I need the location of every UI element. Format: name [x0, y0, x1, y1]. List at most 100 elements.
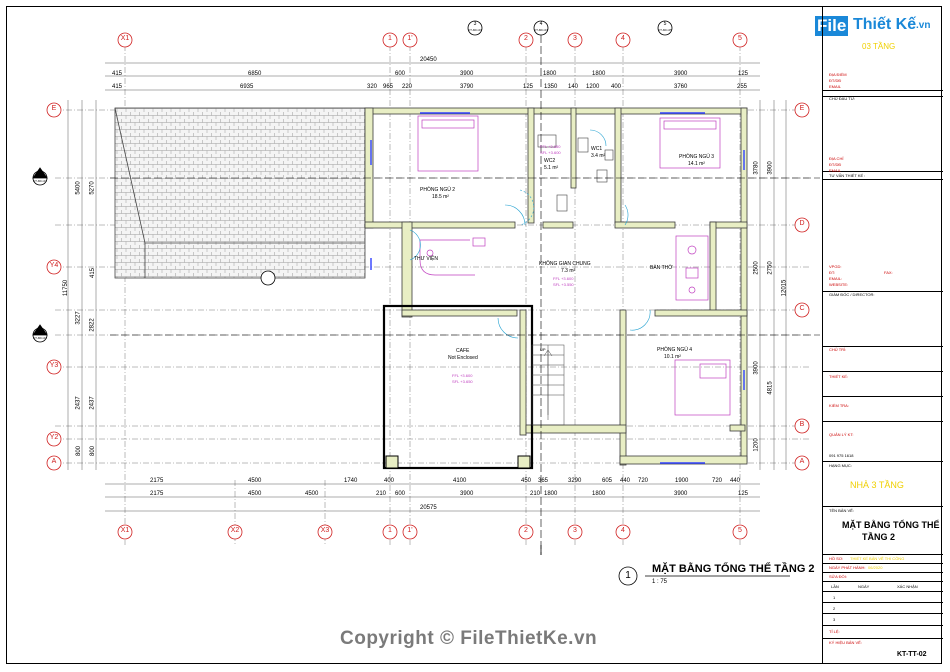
- grid-label-right-a: A: [799, 458, 805, 465]
- dim-bot-total: 20575: [420, 505, 437, 511]
- tb-sheet-label: KÝ HIỆU BẢN VẼ:: [829, 640, 862, 645]
- tb-divider-sheet: [823, 638, 943, 639]
- level-wc2-sfl: SFL +3.600: [540, 150, 561, 155]
- section-1-ref: KT-MC-01: [33, 179, 47, 183]
- room-wc2-area: 5.1 m²: [544, 165, 559, 171]
- grid-label-top-3: 3: [573, 35, 577, 42]
- tb-site-phone: ĐT/DĐ: [829, 78, 842, 83]
- room-cafe-name: CAFE: [456, 348, 470, 354]
- dim-top-1-1: 6850: [248, 71, 262, 77]
- dim-bot-1-11: 1900: [675, 478, 689, 484]
- tb-client-email: EMAIL: [829, 168, 842, 173]
- callout-4-ref: KT-MC-04: [534, 28, 548, 32]
- dim-top-2-7: 1350: [544, 84, 558, 90]
- copyright-watermark: Copyright © FileThietKe.vn: [340, 628, 598, 649]
- tb-office-fax: FAX:: [884, 270, 893, 275]
- dim-bot-2-4: 600: [395, 491, 406, 497]
- room-bedroom-2-name: PHÒNG NGỦ 2: [420, 187, 456, 193]
- dim-top-2-9: 1200: [586, 84, 600, 90]
- room-wc1-area: 3.4 m²: [591, 153, 606, 159]
- tb-dossier-label: HỒ SƠ:: [829, 556, 844, 561]
- grid-label-right-d: D: [799, 220, 805, 227]
- tb-drawing-name-1: MẶT BẰNG TỔNG THỂ: [842, 520, 940, 530]
- tb-rev-row-3: 3: [833, 617, 836, 622]
- dim-top-2-4: 220: [402, 84, 413, 90]
- dim-top-2-0: 415: [112, 84, 123, 90]
- dim-top-2-8: 140: [568, 84, 579, 90]
- tb-divider-consult-2: [823, 179, 943, 180]
- logo-file: File: [815, 16, 849, 36]
- section-line: [110, 35, 820, 555]
- dim-top-1-6: 3900: [674, 71, 688, 77]
- dim-bot-2-8: 1800: [592, 491, 606, 497]
- callout-4-num: 4: [539, 21, 543, 27]
- grid-label-top-1: 1: [388, 35, 392, 42]
- dim-top-1-4: 1800: [543, 71, 557, 77]
- sheet-frame: [6, 6, 942, 664]
- grid-label-right-c: C: [799, 305, 805, 312]
- dim-top-2-2: 320: [367, 84, 378, 90]
- walls: [364, 107, 748, 466]
- tb-issue-value: 06/2020: [868, 565, 883, 570]
- tb-divider-client-2: [823, 96, 943, 97]
- room-bedroom-2-area: 18.5 m²: [432, 194, 449, 200]
- grid-label-left-e: E: [51, 105, 57, 112]
- stair: [531, 344, 565, 426]
- grid-label-bottom-2: 2: [524, 527, 528, 534]
- tb-divider-rev-3: [823, 613, 943, 614]
- grid-label-top-1p: 1': [407, 35, 413, 42]
- section-1-num: 1: [38, 171, 42, 177]
- dim-bot-1-5: 450: [521, 478, 532, 484]
- dim-bot-2-2: 4500: [305, 491, 319, 497]
- dim-bot-2-7: 1800: [544, 491, 558, 497]
- tb-site-label: ĐỊA ĐIỂM: [829, 72, 847, 77]
- logo-rest: Thiết Kế: [853, 16, 917, 33]
- room-bedroom-3-area: 14.1 m²: [688, 161, 705, 167]
- tb-divider-role-2: [823, 371, 943, 372]
- tb-office-web: WEBSITE:: [829, 282, 849, 287]
- tb-drawing-name-2: TẦNG 2: [862, 532, 896, 542]
- title-block: [822, 6, 943, 664]
- level-cafe-ffl: FFL +3.600: [452, 373, 473, 378]
- tb-issue-label: NGÀY PHÁT HÀNH:: [829, 565, 866, 570]
- tb-divider-roles: [823, 346, 943, 347]
- dim-bot-1-9: 440: [620, 478, 631, 484]
- grid-label-right-b: B: [799, 421, 805, 428]
- tb-client-label: CHỦ ĐẦU TƯ:: [829, 96, 856, 101]
- callout-5-num: 5: [663, 21, 667, 27]
- windows: [370, 112, 745, 464]
- dim-top-2-6: 125: [523, 84, 534, 90]
- dim-bot-1-12: 720: [712, 478, 723, 484]
- room-hall-area: 7.3 m²: [561, 268, 576, 274]
- tb-role-manager: QUẢN LÝ KT:: [829, 432, 854, 437]
- caption-scale: 1 : 75: [652, 579, 668, 585]
- tb-divider-rev-head: [823, 581, 943, 582]
- tb-divider-role-4: [823, 421, 943, 422]
- callout-5-ref: KT-MC-05: [658, 28, 672, 32]
- room-bedroom-4-name: PHÒNG NGỦ 4: [657, 347, 693, 353]
- dimension-lines: [67, 62, 787, 512]
- grid-label-left-a: A: [51, 458, 57, 465]
- tb-sheet-code: KT-TT-02: [897, 651, 927, 658]
- grid-label-bottom-x3: X3: [320, 527, 330, 534]
- dim-top-2-1: 6935: [240, 84, 254, 90]
- tb-scale-label: TỈ LỆ:: [829, 629, 840, 634]
- grid-label-left-y4: Y4: [49, 262, 59, 269]
- dim-top-total: 20450: [420, 57, 437, 63]
- grid-label-bottom-1p: 1': [407, 527, 413, 534]
- grid-label-top-2: 2: [524, 35, 528, 42]
- stair-up-label: UP: [540, 347, 546, 352]
- dim-bot-1-0: 2175: [150, 478, 164, 484]
- door-swings: [409, 129, 651, 339]
- dim-top-1-5: 1800: [592, 71, 606, 77]
- dim-top-2-10: 400: [611, 84, 622, 90]
- tb-divider-role-3: [823, 396, 943, 397]
- grid-label-top-5: 5: [738, 35, 742, 42]
- tb-role-lead: CHỦ TRÌ:: [829, 347, 847, 352]
- grid-label-right-e: E: [799, 105, 805, 112]
- room-wc1-name: WC1: [591, 146, 603, 152]
- tb-divider-item: [823, 461, 943, 462]
- level-wc2-ffl: FFL +3.650: [540, 144, 561, 149]
- dim-bot-1-1: 4500: [248, 478, 262, 484]
- tb-dossier-value: THIẾT KẾ BẢN VẼ THI CÔNG: [850, 556, 905, 561]
